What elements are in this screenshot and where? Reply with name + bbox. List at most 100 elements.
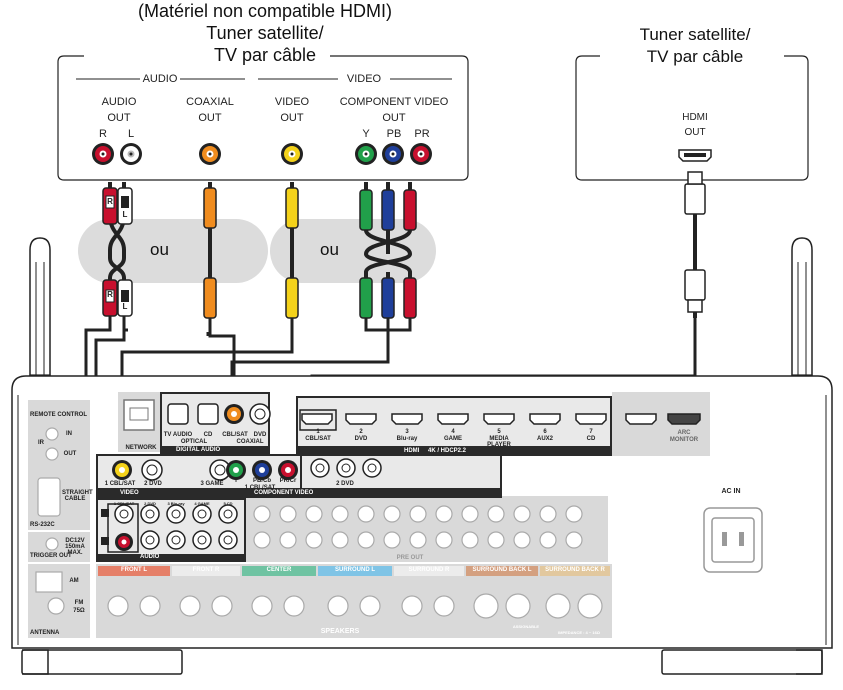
coaxial-out-label: OUT: [198, 112, 222, 124]
hdmi-input-label: 6: [543, 429, 547, 435]
source-comp-pb-jack: [382, 143, 404, 165]
comp-pb-rx-label: PB/Cb: [253, 478, 271, 484]
video-label: VIDEO: [274, 96, 310, 108]
hdmi-input-name: AUX2: [536, 436, 553, 442]
group-audio-label: AUDIO: [142, 73, 178, 85]
hdmi-source-hdmi-label: HDMI: [682, 112, 708, 123]
source-audio-r-jack: [92, 143, 114, 165]
or-blob-right: [270, 219, 436, 283]
comp-y-label: Y: [362, 128, 370, 140]
audio-r-label: R: [99, 128, 107, 140]
video-out-label: OUT: [280, 112, 304, 124]
hdmi-source-out-label: OUT: [684, 127, 706, 138]
ac-in-socket: [703, 507, 763, 573]
speaker-group-label: FRONT R: [192, 567, 220, 573]
speaker-group-label: SURROUND BACK L: [472, 567, 532, 573]
speaker-group-label: CENTER: [266, 567, 292, 573]
audio-input-label: 2 DVD: [144, 501, 156, 506]
fm-label: FM: [74, 600, 84, 606]
source-hdmi-port: [678, 149, 712, 162]
component-out-label: OUT: [382, 112, 406, 124]
source-comp-pr-jack: [410, 143, 432, 165]
trigger-spec-label: DC12V 150mA MAX.: [65, 538, 85, 556]
receiver-audio-jacks: [114, 504, 238, 551]
audio-caption: AUDIO: [140, 554, 160, 560]
coaxial-label: COAXIAL: [186, 96, 234, 108]
audio-input-label: 3 Blu-ray: [167, 501, 185, 506]
hdmi-input-label: 1: [316, 429, 320, 435]
hdmi-input-label: 5: [497, 429, 501, 435]
hdmi-input-label: 2: [359, 429, 363, 435]
remote-in-label: IN: [66, 431, 72, 437]
remote-control-label: REMOTE CONTROL: [30, 412, 87, 418]
audio-out-label-2: OUT: [107, 112, 131, 124]
audio-input-label: 4 GAME: [194, 501, 210, 506]
speaker-group-label: SURROUND R: [408, 567, 450, 573]
trigger-out-label: TRIGGER OUT: [30, 553, 72, 559]
source-comp-y-jack: [355, 143, 377, 165]
comp-pb-label: PB: [386, 128, 402, 140]
or-label-right: ou: [320, 240, 339, 259]
hdmi-caption: HDMI: [404, 448, 420, 454]
receiver-panels-dark: [96, 392, 612, 562]
impedance-label: IMPEDANCE : 4 ~ 16Ω: [558, 630, 600, 635]
comp-2-label: 2 DVD: [336, 481, 354, 487]
source-audio-l-jack: [120, 143, 142, 165]
ir-label: IR: [38, 440, 44, 446]
am-label: AM: [69, 578, 79, 584]
remote-out-label: OUT: [63, 451, 77, 457]
hdmi-input-name: CD: [586, 436, 596, 442]
source-title-line2: Tuner satellite/: [206, 23, 324, 43]
optical-label: OPTICAL: [180, 439, 208, 445]
source-title-line1: (Matériel non compatible HDMI): [137, 1, 393, 21]
or-label-left: ou: [150, 240, 169, 259]
hdmi-input-label: 3: [405, 429, 409, 435]
hdmi-input-label: 7: [589, 429, 593, 435]
speaker-group-label: SURROUND L: [335, 567, 375, 573]
fm-ohm-label: 75Ω: [73, 608, 85, 614]
video-caption: VIDEO: [120, 490, 139, 496]
source-coaxial-jack: [199, 143, 221, 165]
hdmi-input-name: CBL/SAT: [305, 436, 331, 442]
group-video-label: VIDEO: [346, 73, 382, 85]
speaker-group-label: SURROUND BACK R: [545, 567, 605, 573]
plug-l-bottom: L: [122, 302, 128, 311]
hdmi-input-name: GAME: [444, 436, 462, 442]
audio-input-label: 1 CBL/SAT: [113, 501, 135, 506]
hdmi-source-title-line2: TV par câble: [646, 47, 744, 66]
hdmi-cable: [684, 171, 706, 318]
ac-in-label: AC IN: [721, 488, 741, 495]
coaxial-label-rx: COAXIAL: [236, 439, 264, 445]
component-label: COMPONENT VIDEO: [339, 96, 449, 108]
source-video-jack: [281, 143, 303, 165]
dvd-coax-label: DVD: [253, 432, 267, 438]
assignable-spk-label: ASSIGNABLE: [512, 624, 540, 629]
hdmi-input-name: DVD: [354, 436, 368, 442]
cd-optical-label: CD: [203, 432, 213, 438]
monitor-label: MONITOR: [669, 437, 699, 443]
comp-pr-rx-label: PR/Cr: [279, 478, 297, 484]
plug-r-bottom: R: [107, 290, 113, 299]
speakers-label: SPEAKERS: [320, 628, 360, 635]
video-in-1-label: 1 CBL/SAT: [104, 481, 136, 487]
audio-l-label: L: [127, 128, 135, 140]
rs232-label: RS-232C: [30, 522, 55, 528]
hdmi-4k-label: 4K / HDCP2.2: [428, 448, 467, 454]
comp-y-rx-label: Y: [233, 478, 238, 484]
receiver-hdmi-ports: [301, 413, 701, 425]
network-label: NETWORK: [125, 445, 157, 451]
comp-pr-label: PR: [414, 128, 430, 140]
cblsat-coax-label: CBL/SAT: [222, 432, 248, 438]
hdmi-input-name: Blu-ray: [396, 436, 418, 442]
straight-cable-label: STRAIGHT CABLE: [62, 490, 93, 502]
hdmi-input-name: MEDIA PLAYER: [487, 436, 511, 448]
receiver-video-jacks: [112, 458, 382, 481]
plug-l-top: L: [122, 210, 128, 219]
audio-out-label: AUDIO: [101, 96, 137, 108]
component-cable: [359, 182, 417, 319]
or-blob-left: [78, 219, 268, 283]
coaxial-cable: [203, 182, 217, 319]
plug-r-top: R: [107, 197, 113, 206]
comp-1-label: 1 CBL/SAT: [244, 485, 276, 491]
